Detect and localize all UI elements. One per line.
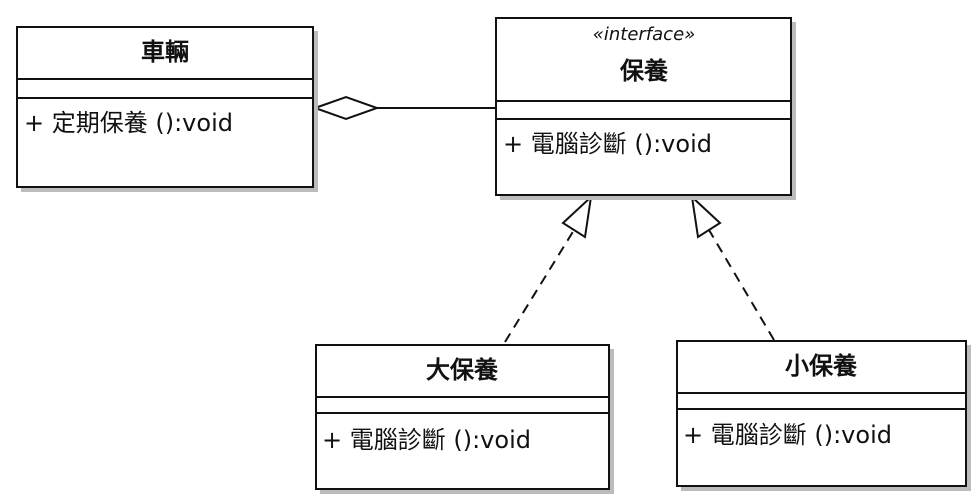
class-major-maintenance-operation: + 電腦診斷 ():void xyxy=(322,426,531,454)
class-vehicle-box xyxy=(16,26,314,188)
class-vehicle-name: 車輛 xyxy=(141,38,189,66)
realization-line-major xyxy=(504,229,575,343)
class-maintenance-box xyxy=(495,17,792,196)
realization-arrowhead-minor xyxy=(690,194,722,239)
aggregation-connector xyxy=(312,95,497,121)
class-major-maintenance-box xyxy=(315,344,610,490)
realization-connector-major xyxy=(504,194,593,343)
class-major-maintenance: 大保養 + 電腦診斷 ():void xyxy=(315,344,614,494)
class-minor-maintenance-box xyxy=(676,340,967,487)
class-vehicle: 車輛 + 定期保養 ():void xyxy=(16,26,318,192)
class-maintenance-name: 保養 xyxy=(619,57,668,85)
realization-arrowhead-major xyxy=(561,194,593,239)
class-major-maintenance-name: 大保養 xyxy=(426,356,498,384)
class-minor-maintenance: 小保養 + 電腦診斷 ():void xyxy=(676,340,971,491)
class-vehicle-operation: + 定期保養 ():void xyxy=(24,109,233,137)
class-maintenance-operation: + 電腦診斷 ():void xyxy=(503,130,712,158)
class-minor-maintenance-operation: + 電腦診斷 ():void xyxy=(683,421,892,449)
class-minor-maintenance-name: 小保養 xyxy=(785,352,857,380)
realization-connector-minor xyxy=(690,194,775,341)
realization-line-minor xyxy=(708,229,775,341)
class-maintenance-stereotype: «interface» xyxy=(593,24,696,45)
class-maintenance: «interface» 保養 + 電腦診斷 ():void xyxy=(495,17,796,200)
aggregation-diamond xyxy=(312,95,380,121)
